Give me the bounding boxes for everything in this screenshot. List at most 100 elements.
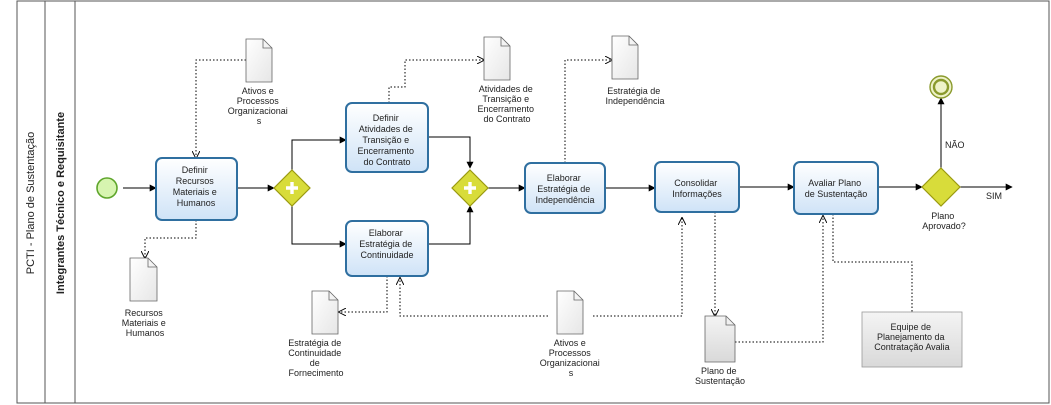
task-label: Recursos [176, 176, 215, 186]
document-label: Materiais e [122, 318, 166, 328]
task-label: Humanos [177, 198, 216, 208]
pool-label: PCTI - Plano de Sustentação [25, 132, 37, 274]
task-label: do Contrato [363, 157, 410, 167]
task-independence-strategy[interactable]: Elaborar Estratégia de Independência [524, 162, 606, 214]
document-label: Sustentação [695, 376, 745, 386]
svg-text:Ativos e Processos: Ativos e Processos Organizacionai s [228, 86, 291, 126]
task-label: Continuidade [360, 250, 413, 260]
assoc-t1-to-d2 [145, 220, 197, 258]
document-label: Ativos e [554, 338, 586, 348]
decision-label: Plano [931, 211, 954, 221]
document-independence-strategy[interactable]: Estratégia de Independência [605, 35, 665, 106]
task-label: Transição e [362, 135, 409, 145]
annotation-label: Equipe de [890, 322, 931, 332]
flow-gw1-to-t2 [291, 136, 347, 170]
document-sustainment-plan[interactable]: Plano de Sustentação [695, 315, 745, 386]
document-transition-activities[interactable]: Atividades de Transição e Encerramento d… [477, 36, 536, 124]
svg-text:Consolidar Informações: Consolidar Informações [672, 178, 722, 199]
flow-label-no: NÃO [945, 140, 965, 150]
task-define-resources[interactable]: Definir Recursos Materiais e Humanos [155, 157, 238, 221]
task-continuity-strategy[interactable]: Elaborar Estratégia de Continuidade [345, 220, 429, 277]
annotation-label: Contratação Avalia [874, 342, 949, 352]
svg-text:Ativos e Processos: Ativos e Processos Organizacionai s [540, 338, 603, 378]
task-label: Definir [373, 113, 399, 123]
document-label: Recursos [125, 308, 164, 318]
task-label: Materiais e [173, 187, 217, 197]
svg-text:Elaborar Estratégia de: Elaborar Estratégia de Independência [535, 173, 594, 205]
flow-t3-to-gw2 [428, 205, 474, 245]
flow-label-yes: SIM [986, 191, 1002, 201]
document-label: Organizacionai [228, 106, 288, 116]
assoc-t3-to-d5 [339, 276, 388, 312]
lane-label: Integrantes Técnico e Requisitante [55, 112, 67, 294]
task-label: Elaborar [369, 228, 403, 238]
assoc-d6-to-t3 [400, 278, 548, 317]
task-label: Atividades de [359, 124, 413, 134]
assoc-d6-to-t5 [593, 218, 682, 317]
document-label: s [257, 116, 262, 126]
document-label: Processos [237, 96, 280, 106]
document-label: Estratégia de [607, 86, 660, 96]
decision-gateway[interactable] [921, 167, 961, 207]
task-label: de Sustentação [805, 189, 868, 199]
annotation-label: Planejamento da [877, 332, 945, 342]
flow-t2-to-gw2 [428, 136, 474, 169]
svg-text:Estratégia de Independên: Estratégia de Independência [605, 86, 664, 106]
task-label: Consolidar [674, 178, 717, 188]
task-label: Elaborar [547, 173, 581, 183]
assoc-t2-to-d3 [388, 60, 484, 103]
start-event[interactable] [96, 177, 118, 199]
parallel-gateway-join[interactable] [451, 169, 489, 207]
svg-text:Elaborar Estratégia de: Elaborar Estratégia de Continuidade [359, 228, 415, 260]
document-assets-processes-bottom[interactable]: Ativos e Processos Organizacionai s [540, 290, 603, 378]
task-label: Definir [182, 165, 208, 175]
task-label: Estratégia de [537, 184, 590, 194]
document-continuity-strategy[interactable]: Estratégia de Continuidade de Fornecimen… [288, 290, 344, 378]
document-label: Ativos e [242, 86, 274, 96]
document-material-human-resources[interactable]: Recursos Materiais e Humanos [122, 257, 169, 338]
document-label: Continuidade [288, 348, 341, 358]
task-consolidate-information[interactable]: Consolidar Informações [654, 161, 740, 213]
task-label: Avaliar Plano [808, 178, 861, 188]
decision-label: Aprovado? [922, 221, 966, 231]
document-label: Estratégia de [288, 338, 341, 348]
svg-text:Estratégia de Continuida: Estratégia de Continuidade de Fornecimen… [288, 338, 344, 378]
task-label: Estratégia de [359, 239, 412, 249]
assoc-d7-to-t6 [735, 216, 823, 343]
document-label: Processos [549, 348, 592, 358]
end-event[interactable] [929, 75, 953, 99]
task-label: Encerramento [357, 146, 414, 156]
document-label: s [569, 368, 574, 378]
document-label: Transição e [482, 94, 529, 104]
document-label: Encerramento [477, 104, 534, 114]
task-label: Independência [535, 195, 594, 205]
task-evaluate-plan[interactable]: Avaliar Plano de Sustentação [793, 161, 879, 215]
document-assets-processes-top[interactable]: Ativos e Processos Organizacionai s [228, 38, 291, 126]
document-label: Fornecimento [288, 368, 343, 378]
assoc-t4-to-d4 [564, 60, 612, 163]
document-label: Organizacionai [540, 358, 600, 368]
document-label: Plano de [701, 366, 737, 376]
pool: PCTI - Plano de Sustentação Integrantes … [16, 0, 1050, 404]
data-associations [145, 60, 913, 343]
document-label: Atividades de [479, 84, 533, 94]
document-label: Independência [605, 96, 664, 106]
document-label: do Contrato [483, 114, 530, 124]
parallel-gateway-split[interactable] [273, 169, 311, 207]
task-define-transition-activities[interactable]: Definir Atividades de Transição e Encerr… [345, 102, 429, 173]
assoc-t6-to-annotation [832, 214, 913, 312]
svg-text:Atividades de Transição: Atividades de Transição e Encerramento d… [477, 84, 536, 124]
sequence-flows [123, 97, 1013, 248]
task-label: Informações [672, 189, 722, 199]
document-label: Humanos [126, 328, 165, 338]
document-label: de [310, 358, 320, 368]
svg-text:Definir Atividades de: Definir Atividades de Transição e Encerr… [357, 113, 416, 167]
svg-text:Plano Aprovado?: Plano Aprovado? [922, 211, 966, 231]
svg-text:Avaliar Plano de Sustent: Avaliar Plano de Sustentação [805, 178, 868, 199]
svg-text:Recursos Materiais e: Recursos Materiais e Humanos [122, 308, 169, 338]
svg-text:Definir Recursos M: Definir Recursos Materiais e Humanos [173, 165, 220, 208]
svg-text:Plano de Sustentação: Plano de Sustentação [695, 366, 745, 386]
text-annotation[interactable]: Equipe de Planejamento da Contratação Av… [861, 311, 963, 368]
svg-text:Equipe de Planejamento d: Equipe de Planejamento da Contratação Av… [874, 322, 949, 352]
